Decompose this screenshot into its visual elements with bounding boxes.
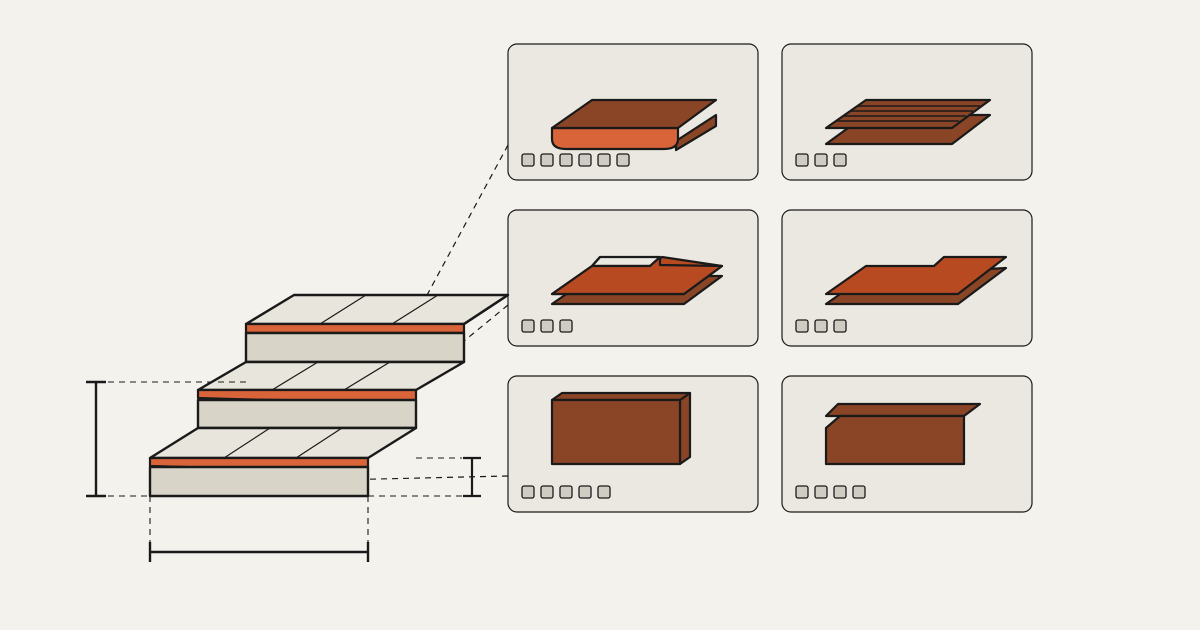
swatch-square[interactable]	[814, 319, 828, 333]
solid-block-tread-icon	[550, 391, 692, 466]
swatch-row	[795, 319, 847, 333]
card-rounded-bullnose-tile[interactable]	[507, 43, 759, 181]
swatch-square[interactable]	[597, 485, 611, 499]
card-chamfered-block-tread[interactable]	[781, 375, 1033, 513]
nosing-height-dimension	[368, 456, 481, 498]
swatch-square[interactable]	[540, 485, 554, 499]
swatch-square[interactable]	[616, 153, 630, 167]
card-stepped-lip-tile[interactable]	[507, 209, 759, 347]
swatch-row	[795, 485, 866, 499]
riser-height-dimension	[86, 380, 246, 498]
swatch-square[interactable]	[833, 319, 847, 333]
swatch-square[interactable]	[578, 485, 592, 499]
stair-illustration	[148, 293, 510, 498]
swatch-square[interactable]	[597, 153, 611, 167]
swatch-square[interactable]	[540, 153, 554, 167]
swatch-square[interactable]	[559, 319, 573, 333]
bottom-step	[148, 426, 418, 498]
swatch-square[interactable]	[795, 153, 809, 167]
swatch-square[interactable]	[559, 153, 573, 167]
top-step	[244, 293, 510, 364]
swatch-row	[795, 153, 847, 167]
dimension-lines	[86, 380, 481, 562]
middle-step	[196, 360, 466, 430]
stepped-lip-tile-icon	[550, 255, 724, 306]
swatch-square[interactable]	[578, 153, 592, 167]
step-depth-dimension	[148, 496, 370, 562]
card-solid-block-tread[interactable]	[507, 375, 759, 513]
card-grooved-anti-slip-tile[interactable]	[781, 43, 1033, 181]
grooved-anti-slip-tile-icon	[824, 98, 992, 146]
swatch-square[interactable]	[833, 485, 847, 499]
swatch-square[interactable]	[814, 153, 828, 167]
swatch-square[interactable]	[559, 485, 573, 499]
swatch-square[interactable]	[521, 153, 535, 167]
swatch-square[interactable]	[795, 485, 809, 499]
swatch-square[interactable]	[795, 319, 809, 333]
swatch-row	[521, 319, 573, 333]
rounded-bullnose-tile-icon	[550, 98, 718, 152]
swatch-square[interactable]	[814, 485, 828, 499]
swatch-row	[521, 153, 630, 167]
swatch-square[interactable]	[833, 153, 847, 167]
offset-lip-tile-icon	[824, 255, 1008, 306]
swatch-row	[521, 485, 611, 499]
card-offset-lip-tile[interactable]	[781, 209, 1033, 347]
swatch-square[interactable]	[540, 319, 554, 333]
swatch-square[interactable]	[852, 485, 866, 499]
chamfered-block-tread-icon	[824, 402, 982, 466]
swatch-square[interactable]	[521, 319, 535, 333]
profile-cards	[507, 43, 1033, 513]
swatch-square[interactable]	[521, 485, 535, 499]
